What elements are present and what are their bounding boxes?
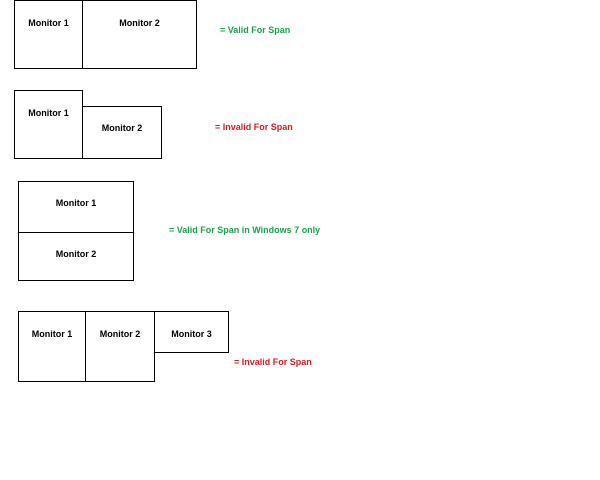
- monitor-box: Monitor 1: [14, 90, 83, 159]
- monitor-box: Monitor 3: [154, 311, 229, 353]
- monitor-box: Monitor 2: [82, 0, 197, 69]
- monitor-box: Monitor 1: [18, 181, 134, 233]
- monitor-label: Monitor 3: [171, 329, 212, 339]
- span-status-note: = Invalid For Span: [215, 122, 293, 132]
- span-status-note: = Valid For Span in Windows 7 only: [169, 225, 321, 235]
- monitor-label: Monitor 1: [28, 18, 69, 28]
- monitor-label: Monitor 2: [99, 329, 141, 339]
- monitor-label: Monitor 1: [28, 108, 69, 118]
- span-status-note: = Valid For Span: [220, 25, 291, 35]
- monitor-label: Monitor 1: [31, 329, 73, 339]
- monitor-box: Monitor 2: [85, 311, 155, 382]
- monitor-box: Monitor 1: [18, 311, 86, 382]
- monitor-box: Monitor 2: [82, 106, 162, 159]
- monitor-box: Monitor 1: [14, 0, 83, 69]
- monitor-label: Monitor 2: [55, 249, 97, 259]
- monitor-box: Monitor 2: [18, 232, 134, 281]
- span-status-note: = Invalid For Span: [234, 357, 312, 367]
- monitor-label: Monitor 2: [119, 18, 160, 28]
- monitor-label: Monitor 1: [55, 198, 97, 208]
- monitor-label: Monitor 2: [101, 123, 143, 133]
